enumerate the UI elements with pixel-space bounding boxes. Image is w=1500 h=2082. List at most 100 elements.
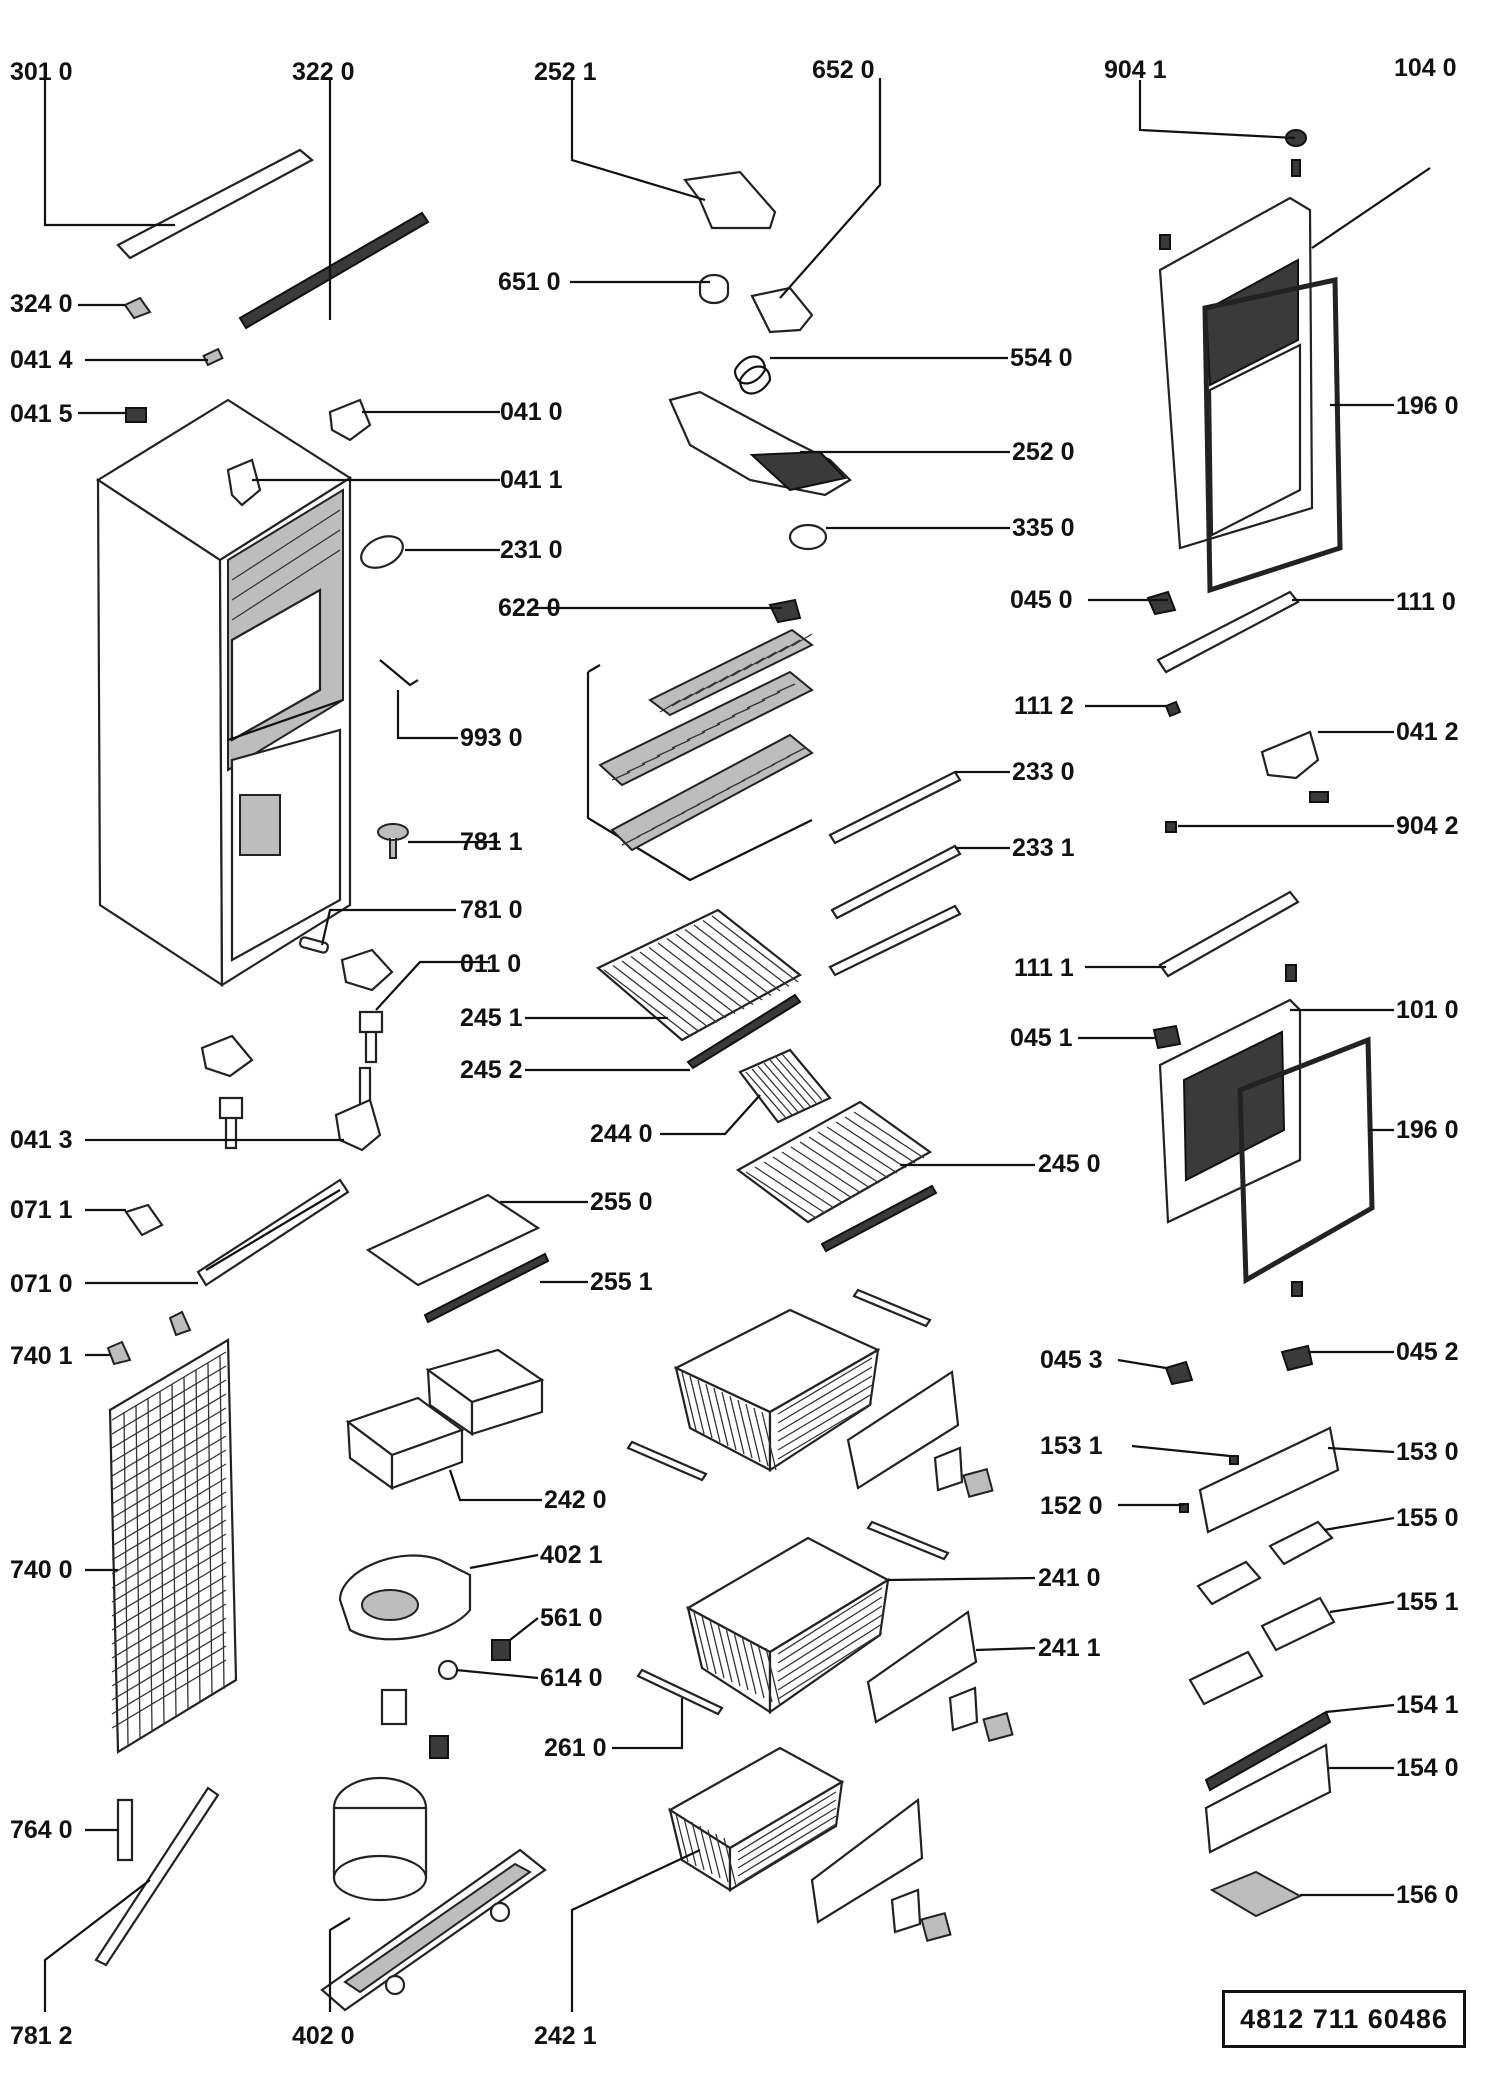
relay-box — [380, 1688, 408, 1726]
handle-lower — [890, 1888, 922, 1934]
label-6140: 614 0 — [540, 1664, 603, 1692]
hinge-0453 — [1164, 1360, 1194, 1386]
relay-5610 — [491, 1639, 511, 1661]
label-7811: 781 1 — [460, 828, 523, 856]
rail-2331 — [830, 844, 962, 920]
label-9041: 904 1 — [1104, 56, 1167, 84]
label-2421: 242 1 — [534, 2022, 597, 2050]
trim-2452 — [686, 993, 802, 1070]
label-2411: 241 1 — [1038, 1634, 1101, 1662]
label-6520: 652 0 — [812, 56, 875, 84]
label-0110: 011 0 — [460, 950, 521, 978]
label-2521: 252 1 — [534, 58, 597, 86]
label-6510: 651 0 — [498, 268, 561, 296]
tag-middle — [982, 1712, 1014, 1742]
trim-1111 — [1158, 890, 1300, 978]
leader-lines — [43, 78, 1431, 2012]
label-2310: 231 0 — [500, 536, 563, 564]
label-0411: 041 1 — [500, 466, 563, 494]
handle-upper — [933, 1446, 964, 1492]
label-1530: 153 0 — [1396, 1438, 1459, 1466]
cup-1551a — [1260, 1596, 1336, 1652]
rail-1541 — [1204, 1710, 1332, 1792]
label-3240: 324 0 — [10, 290, 73, 318]
label-2610: 261 0 — [544, 1734, 607, 1762]
drawers-2420 — [345, 1348, 545, 1491]
butter-box-1530 — [1198, 1426, 1340, 1534]
bracket-lower — [200, 1034, 254, 1078]
label-5610: 561 0 — [540, 1604, 603, 1632]
tag-lower — [920, 1912, 952, 1942]
screw-bottom — [1291, 1281, 1303, 1297]
label-3350: 335 0 — [1012, 514, 1075, 542]
screw-mid — [1285, 964, 1297, 982]
label-1551: 155 1 — [1396, 1588, 1459, 1616]
evaporator-shelves — [586, 628, 814, 882]
hinge-0412 — [1260, 730, 1320, 780]
label-2440: 244 0 — [590, 1120, 653, 1148]
bar-middle — [866, 1520, 950, 1561]
egg-tray-1550b — [1196, 1560, 1262, 1606]
label-1541: 154 1 — [1396, 1691, 1459, 1719]
basket-upper — [673, 1308, 881, 1473]
clip-3240 — [123, 296, 152, 320]
label-0453: 045 3 — [1040, 1346, 1103, 1374]
part-labels: 301 0 322 0 252 1 652 0 904 1 104 0 324 … — [10, 54, 1459, 2050]
basket-2410 — [685, 1536, 891, 1715]
label-1112: 111 2 — [1014, 692, 1074, 720]
hinge-0410 — [328, 398, 372, 442]
switch-6220 — [768, 598, 802, 624]
wire-shelf-2451 — [596, 908, 802, 1042]
top-strip-3220 — [238, 211, 430, 330]
front-2411 — [866, 1610, 978, 1724]
bar-top — [852, 1288, 932, 1328]
knob-6510 — [698, 273, 730, 305]
label-2550: 255 0 — [590, 1188, 653, 1216]
label-0414: 041 4 — [10, 346, 73, 374]
trim-1110 — [1156, 590, 1300, 674]
basket-2421 — [667, 1746, 845, 1892]
shelf-2440 — [738, 1048, 832, 1124]
label-7640: 764 0 — [10, 1816, 73, 1844]
lamp-3350 — [788, 523, 828, 551]
basket-front-upper — [846, 1370, 960, 1490]
clip-0415 — [125, 407, 147, 423]
label-5540: 554 0 — [1010, 344, 1073, 372]
label-0413: 041 3 — [10, 1126, 73, 1154]
label-2452: 245 2 — [460, 1056, 523, 1084]
label-1531: 153 1 — [1040, 1432, 1103, 1460]
shelf-1540 — [1204, 1743, 1332, 1854]
thermostat-6520 — [750, 286, 814, 334]
hinge-0450 — [1146, 590, 1177, 616]
trim-2450 — [820, 1184, 938, 1253]
screw-7811 — [377, 823, 410, 859]
relay-box2 — [429, 1735, 449, 1759]
label-0412: 041 2 — [1396, 718, 1459, 746]
label-2451: 245 1 — [460, 1004, 523, 1032]
label-1010: 101 0 — [1396, 996, 1459, 1024]
tube-7812 — [94, 1786, 220, 1967]
cover-2310 — [360, 535, 404, 569]
compressor-assembly — [320, 1776, 547, 2012]
label-4020: 402 0 — [292, 2022, 355, 2050]
screw-9041 — [1285, 129, 1308, 177]
bar-2610 — [636, 1668, 724, 1716]
rail-extra — [828, 904, 962, 977]
top-trim-3010 — [116, 148, 314, 260]
label-7812: 781 2 — [10, 2022, 73, 2050]
bracket-2521 — [683, 170, 777, 230]
gasket-1960b — [1237, 1036, 1375, 1285]
label-1960a: 196 0 — [1396, 392, 1459, 420]
label-0450: 045 0 — [1010, 586, 1073, 614]
label-0710: 071 0 — [10, 1270, 73, 1298]
label-1520: 152 0 — [1040, 1492, 1103, 1520]
drier-7640 — [116, 1798, 134, 1862]
label-4021: 402 1 — [540, 1541, 603, 1569]
screws-9042 — [1165, 791, 1329, 833]
bar-upper — [626, 1440, 708, 1482]
label-2331: 233 1 — [1012, 834, 1075, 862]
hinge-0413 — [334, 1098, 382, 1152]
label-0452: 045 2 — [1396, 1338, 1459, 1366]
clip-0414 — [202, 347, 224, 367]
part-drawings — [94, 129, 1375, 2012]
